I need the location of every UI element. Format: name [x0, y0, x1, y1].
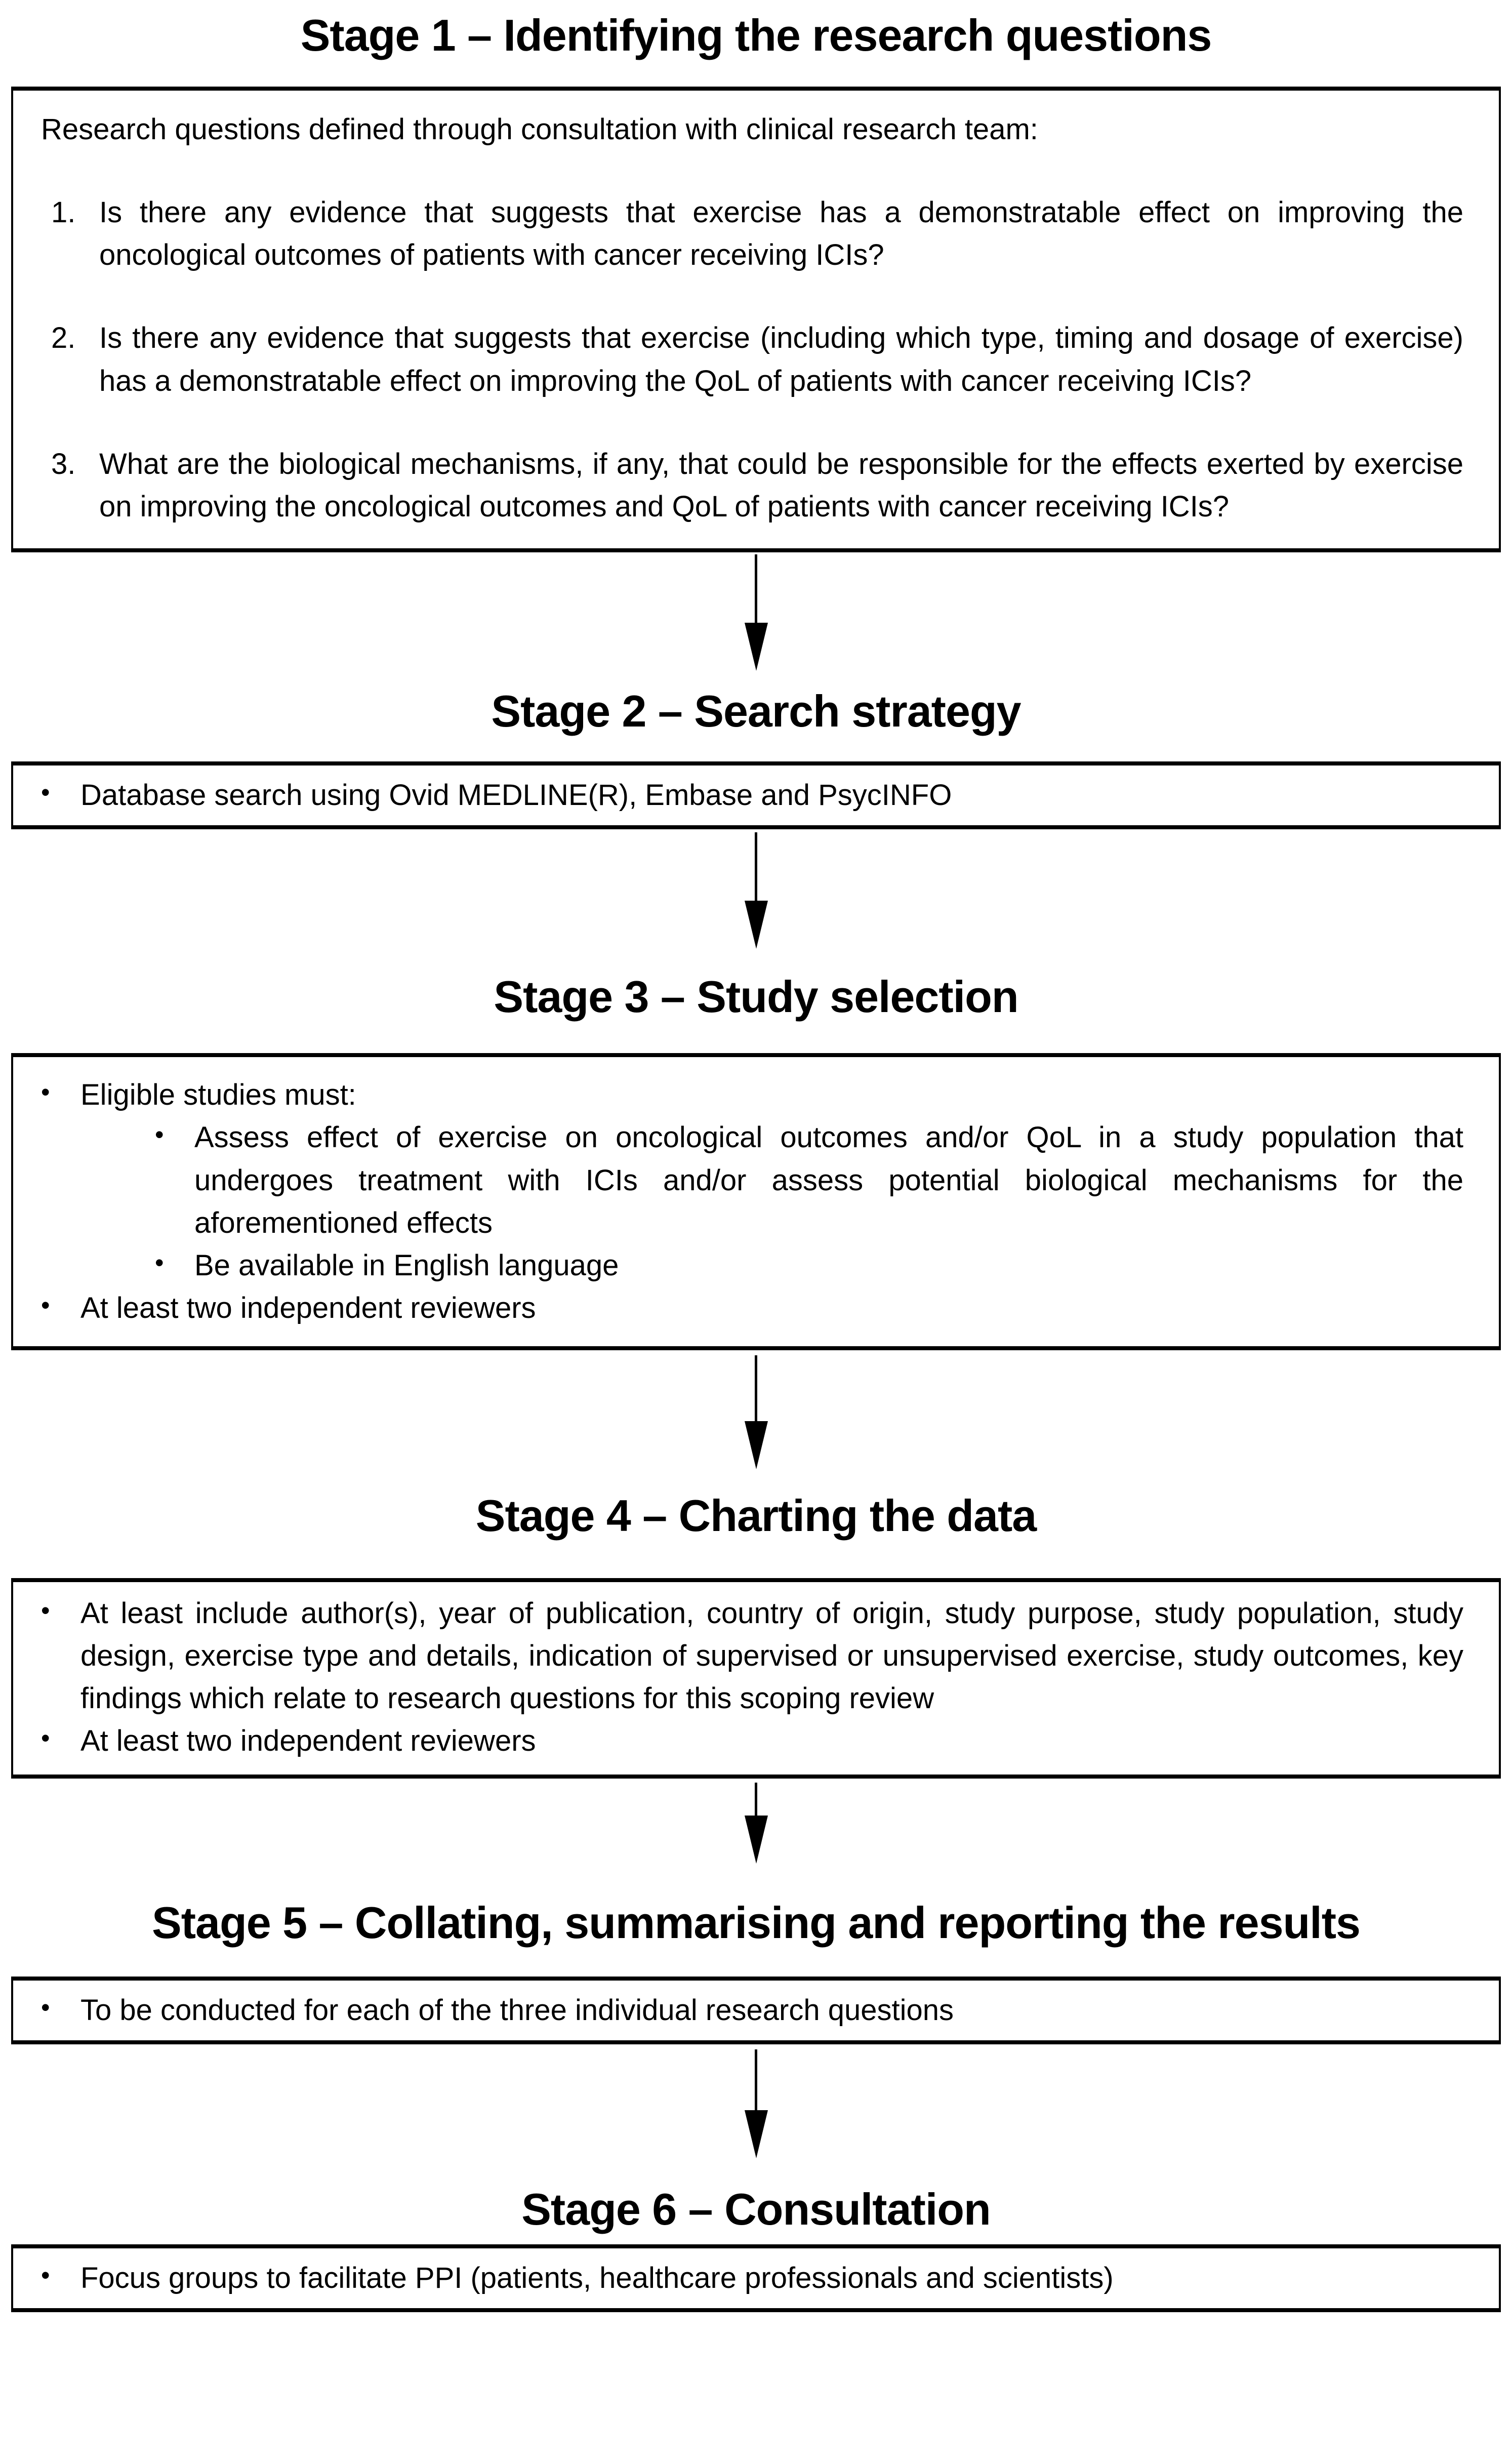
bullet-icon: •	[41, 2261, 50, 2289]
stage-3-box: • Eligible studies must: • Assess effect…	[11, 1053, 1501, 1350]
bullet-text: Eligible studies must:	[80, 1078, 356, 1112]
arrow-stem	[755, 2049, 757, 2110]
numbered-item: 3. What are the biological mechanisms, i…	[51, 443, 1463, 528]
numbered-item-text: What are the biological mechanisms, if a…	[99, 447, 1463, 523]
bullet-text: At least include author(s), year of publ…	[80, 1597, 1463, 1715]
bullet-text: Focus groups to facilitate PPI (patients…	[80, 2261, 1114, 2294]
bullet-item: • Focus groups to facilitate PPI (patien…	[41, 2257, 1463, 2300]
stage-1-box: Research questions defined through consu…	[11, 87, 1501, 552]
arrow-down-icon	[744, 622, 768, 671]
bullet-item: • To be conducted for each of the three …	[41, 1989, 1463, 2032]
bullet-item: • At least two independent reviewers	[41, 1287, 1463, 1329]
flow-arrow	[0, 2049, 1512, 2158]
bullet-item: • At least two independent reviewers	[41, 1720, 1463, 1762]
stage-1-title: Stage 1 – Identifying the research quest…	[300, 10, 1212, 60]
bullet-item: • At least include author(s), year of pu…	[41, 1592, 1463, 1720]
arrow-stem	[755, 832, 757, 901]
bullet-icon: •	[155, 1248, 164, 1277]
stage-5-title: Stage 5 – Collating, summarising and rep…	[152, 1898, 1361, 1948]
bullet-text: At least two independent reviewers	[80, 1724, 536, 1758]
bullet-text: Assess effect of exercise on oncological…	[194, 1121, 1463, 1239]
bullet-item: • Eligible studies must:	[41, 1074, 1463, 1116]
arrow-stem	[755, 1355, 757, 1421]
arrow-stem	[755, 1783, 757, 1816]
bullet-item: • Database search using Ovid MEDLINE(R),…	[41, 774, 1463, 817]
arrow-down-icon	[744, 1816, 768, 1864]
stage-3-title: Stage 3 – Study selection	[494, 972, 1018, 1022]
arrow-stem	[755, 554, 757, 623]
item-number: 3.	[51, 447, 76, 480]
numbered-item-text: Is there any evidence that suggests that…	[99, 196, 1463, 272]
flow-arrow	[0, 554, 1512, 671]
stage-2-box: • Database search using Ovid MEDLINE(R),…	[11, 761, 1501, 830]
bullet-icon: •	[41, 778, 50, 807]
bullet-icon: •	[41, 1078, 50, 1107]
bullet-icon: •	[41, 1993, 50, 2022]
flow-arrow	[0, 1355, 1512, 1469]
arrow-down-icon	[744, 901, 768, 949]
arrow-down-icon	[744, 1421, 768, 1469]
numbered-item: 1. Is there any evidence that suggests t…	[51, 191, 1463, 276]
bullet-text: Be available in English language	[194, 1248, 619, 1282]
flow-arrow	[0, 832, 1512, 949]
stage-6-box: • Focus groups to facilitate PPI (patien…	[11, 2244, 1501, 2312]
stage-6-title: Stage 6 – Consultation	[521, 2184, 991, 2234]
sub-bullet-item: • Assess effect of exercise on oncologic…	[155, 1116, 1463, 1244]
stage-4-title: Stage 4 – Charting the data	[475, 1490, 1037, 1541]
bullet-text: Database search using Ovid MEDLINE(R), E…	[80, 779, 952, 812]
item-number: 2.	[51, 321, 76, 355]
flow-arrow	[0, 1783, 1512, 1864]
bullet-icon: •	[41, 1291, 50, 1319]
stage-2-title: Stage 2 – Search strategy	[491, 686, 1021, 736]
sub-bullet-item: • Be available in English language	[155, 1244, 1463, 1287]
numbered-item: 2. Is there any evidence that suggests t…	[51, 317, 1463, 402]
stage-4-box: • At least include author(s), year of pu…	[11, 1578, 1501, 1779]
bullet-text: At least two independent reviewers	[80, 1291, 536, 1324]
stage-1-intro: Research questions defined through consu…	[41, 113, 1038, 146]
bullet-icon: •	[41, 1596, 50, 1625]
bullet-text: To be conducted for each of the three in…	[80, 1993, 954, 2027]
item-number: 1.	[51, 196, 76, 229]
bullet-icon: •	[155, 1120, 164, 1149]
arrow-down-icon	[744, 2110, 768, 2158]
numbered-item-text: Is there any evidence that suggests that…	[99, 321, 1463, 397]
bullet-icon: •	[41, 1724, 50, 1753]
stage-5-box: • To be conducted for each of the three …	[11, 1976, 1501, 2044]
